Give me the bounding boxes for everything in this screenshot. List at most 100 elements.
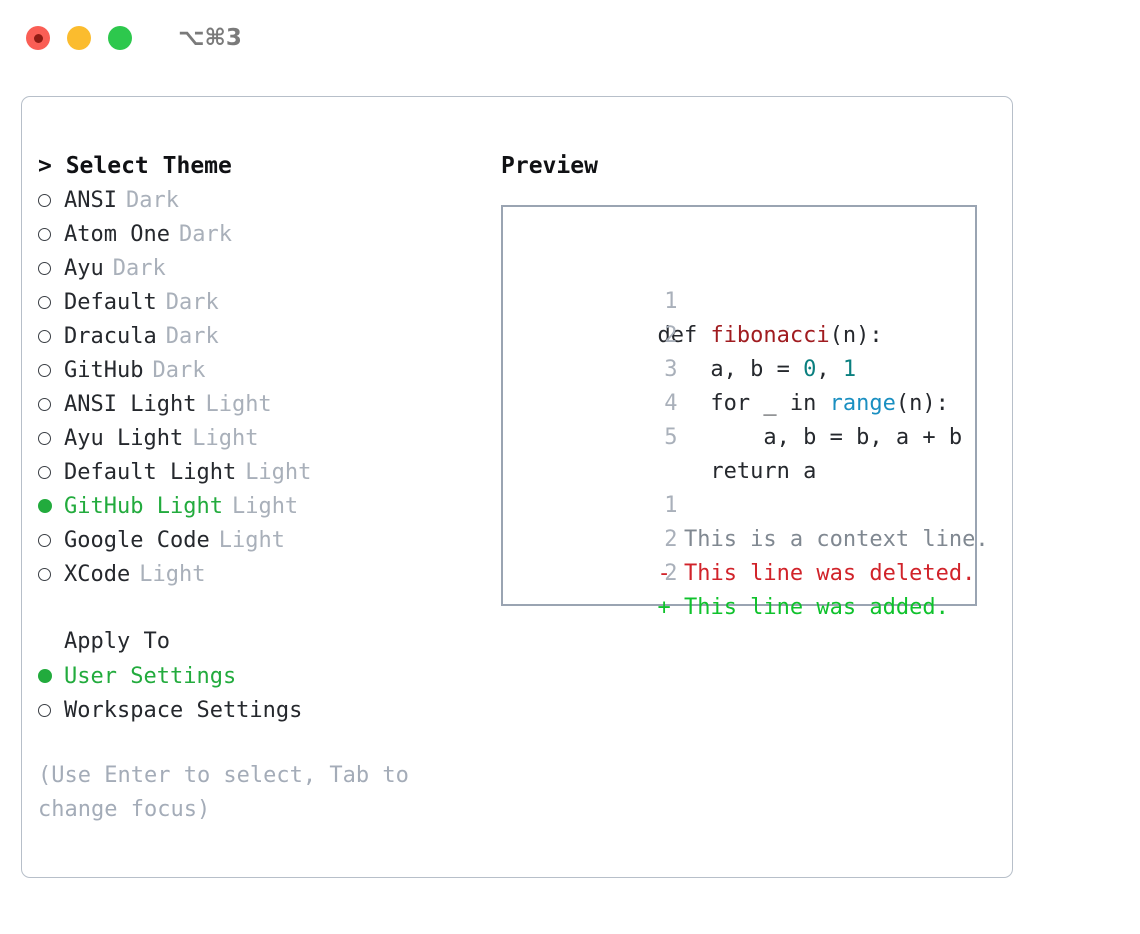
radio-unselected-icon	[38, 523, 60, 557]
radio-unselected-icon	[38, 217, 60, 251]
theme-option-label: Ayu Light	[64, 425, 184, 451]
code-token: a, b =	[657, 357, 804, 382]
theme-option-label: XCode	[64, 561, 131, 587]
code-line: 5 return a	[525, 387, 975, 484]
code-token-function: fibonacci	[710, 323, 830, 348]
preview-column: Preview 1 def fibonacci(n): 2 a, b = 0, …	[501, 149, 989, 620]
code-sample-block: 1 def fibonacci(n): 2 a, b = 0, 1 3 for …	[525, 251, 975, 484]
theme-option-tag: Dark	[112, 255, 166, 281]
code-token: for _ in	[657, 391, 830, 416]
theme-option-github-light[interactable]: GitHub Light Light	[38, 489, 468, 523]
diff-marker: +	[657, 595, 671, 620]
preview-heading: Preview	[501, 153, 598, 179]
theme-option-label: ANSI Light	[64, 391, 197, 417]
radio-unselected-icon	[38, 693, 60, 727]
window-titlebar: ⌥⌘3	[0, 0, 1140, 76]
line-number: 2	[664, 561, 678, 586]
code-token: (n):	[829, 323, 883, 348]
line-number: 1	[664, 289, 678, 314]
theme-option-ansi-light[interactable]: ANSI Light Light	[38, 387, 468, 421]
apply-option-workspace-settings[interactable]: Workspace Settings	[38, 693, 468, 727]
select-theme-heading: > Select Theme	[38, 153, 232, 179]
keyboard-hint-text: (Use Enter to select, Tab to change focu…	[38, 763, 409, 822]
radio-unselected-icon	[38, 557, 60, 591]
theme-option-tag: Light	[245, 459, 312, 485]
apply-to-heading: Apply To	[64, 629, 170, 654]
theme-option-tag: Dark	[165, 323, 219, 349]
code-line: 1 def fibonacci(n):	[525, 251, 975, 348]
apply-option-label: Workspace Settings	[64, 697, 303, 723]
theme-option-tag: Light	[231, 494, 299, 519]
line-number: 2	[664, 527, 678, 552]
theme-option-ayu-dark[interactable]: Ayu Dark	[38, 251, 468, 285]
code-token-number: 1	[842, 357, 857, 382]
code-line: 2 a, b = 0, 1	[525, 285, 975, 382]
theme-option-label: Ayu	[64, 255, 104, 281]
theme-option-ansi-dark[interactable]: ANSI Dark	[38, 183, 468, 217]
close-button[interactable]	[26, 26, 50, 50]
code-line: 3 for _ in range(n):	[525, 319, 975, 416]
radio-unselected-icon	[38, 183, 60, 217]
section-spacer	[38, 591, 468, 625]
diff-text: This line was deleted.	[683, 561, 976, 586]
line-number: 1	[664, 493, 678, 518]
radio-unselected-icon	[38, 455, 60, 489]
theme-option-label: GitHub Light	[64, 494, 223, 519]
code-token-builtin: range	[829, 391, 896, 416]
diff-text: This line was added.	[683, 595, 949, 620]
radio-unselected-icon	[38, 353, 60, 387]
diff-line-deleted: 2 - This line was deleted.	[525, 489, 975, 586]
theme-option-tag: Dark	[165, 289, 219, 315]
apply-option-user-settings[interactable]: User Settings	[38, 659, 468, 693]
theme-selection-column: > Select Theme ANSI Dark Atom One Dark A…	[38, 149, 468, 827]
line-number: 3	[664, 357, 678, 382]
diff-text: This is a context line.	[683, 527, 989, 552]
maximize-button[interactable]	[108, 26, 132, 50]
apply-option-label: User Settings	[64, 664, 237, 689]
code-token: def	[657, 323, 711, 348]
theme-option-tag: Light	[218, 527, 285, 553]
theme-option-xcode-light[interactable]: XCode Light	[38, 557, 468, 591]
theme-option-tag: Light	[205, 391, 272, 417]
theme-option-tag: Light	[139, 561, 206, 587]
radio-unselected-icon	[38, 251, 60, 285]
window-controls	[26, 26, 132, 50]
minimize-button[interactable]	[67, 26, 91, 50]
preview-panel: 1 def fibonacci(n): 2 a, b = 0, 1 3 for …	[501, 205, 989, 620]
diff-marker: -	[657, 561, 671, 586]
code-token: a, b = b, a + b	[657, 425, 963, 450]
theme-option-list: ANSI Dark Atom One Dark Ayu Dark Default…	[38, 183, 468, 591]
theme-option-atom-one-dark[interactable]: Atom One Dark	[38, 217, 468, 251]
theme-option-tag: Light	[192, 425, 259, 451]
theme-option-ayu-light[interactable]: Ayu Light Light	[38, 421, 468, 455]
theme-option-label: Google Code	[64, 527, 210, 553]
theme-option-default-light[interactable]: Default Light Light	[38, 455, 468, 489]
diff-line-added: 2 + This line was added.	[525, 523, 975, 620]
theme-option-label: GitHub	[64, 357, 144, 383]
code-token: return a	[657, 459, 817, 484]
code-token-number: 0	[803, 357, 817, 382]
code-token: ,	[816, 357, 843, 382]
theme-option-label: ANSI	[64, 187, 117, 213]
code-line: 4 a, b = b, a + b	[525, 353, 975, 450]
keyboard-shortcut-label: ⌥⌘3	[178, 25, 242, 51]
theme-option-google-code-light[interactable]: Google Code Light	[38, 523, 468, 557]
line-number: 2	[664, 323, 678, 348]
diff-text	[671, 595, 684, 620]
radio-selected-icon	[38, 489, 60, 523]
theme-option-label: Dracula	[64, 323, 157, 349]
theme-option-dracula-dark[interactable]: Dracula Dark	[38, 319, 468, 353]
code-token: (n):	[895, 391, 949, 416]
radio-unselected-icon	[38, 421, 60, 455]
theme-option-default-dark[interactable]: Default Dark	[38, 285, 468, 319]
theme-option-github-dark[interactable]: GitHub Dark	[38, 353, 468, 387]
radio-unselected-icon	[38, 387, 60, 421]
theme-option-label: Default	[64, 289, 157, 315]
apply-to-option-list: User Settings Workspace Settings	[38, 659, 468, 727]
theme-option-tag: Dark	[152, 357, 206, 383]
line-number: 4	[664, 391, 678, 416]
diff-line-context: 1 This is a context line.	[525, 455, 988, 552]
line-number: 5	[664, 425, 678, 450]
radio-unselected-icon	[38, 319, 60, 353]
diff-sample-block: 1 This is a context line. 2 - This line …	[525, 455, 988, 620]
